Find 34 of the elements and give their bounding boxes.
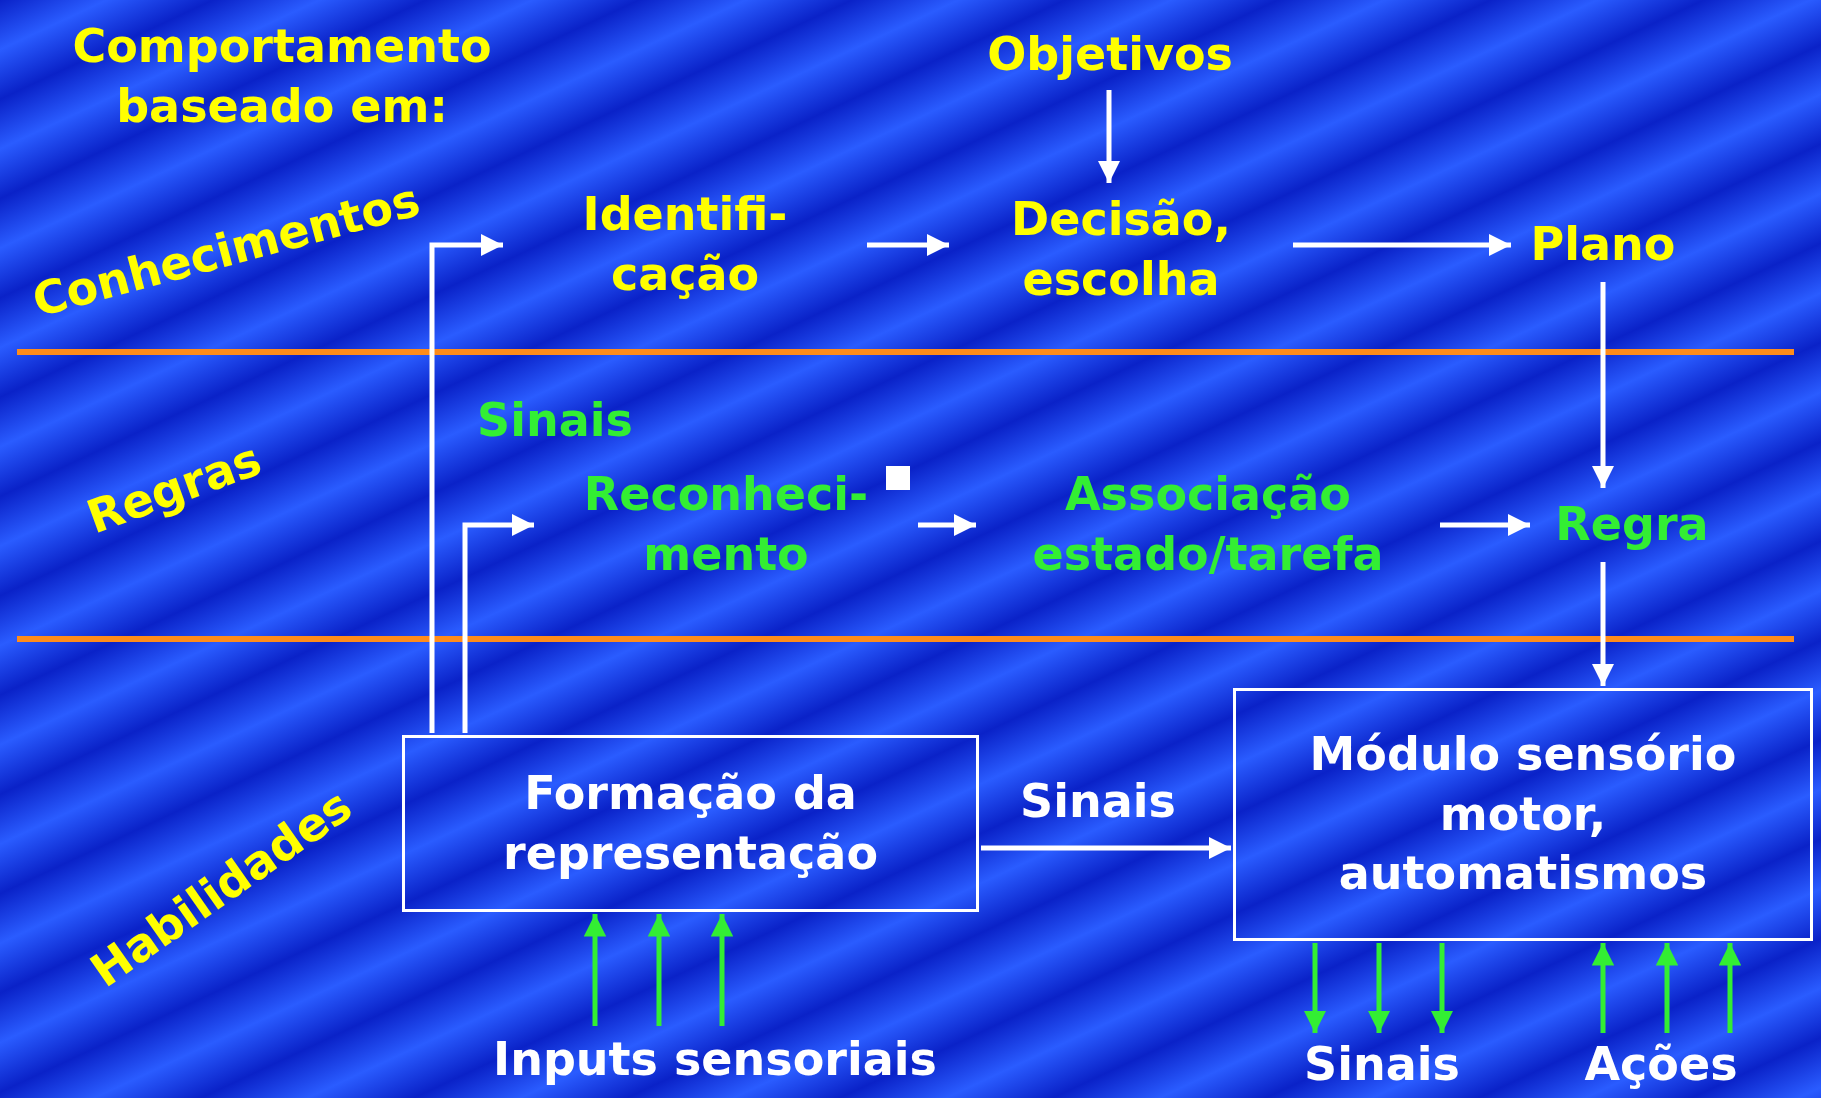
step-label: Associação estado/tarefa xyxy=(978,455,1438,595)
process-box: Módulo sensório motor, automatismos xyxy=(1233,688,1813,941)
arrow xyxy=(1591,943,1615,1033)
step-label: Decisão, escolha xyxy=(951,185,1291,315)
signal-label: Sinais xyxy=(477,393,633,447)
arrow xyxy=(1303,943,1327,1033)
step-label: Sinais xyxy=(1287,1035,1477,1095)
arrow xyxy=(647,914,671,1026)
arrow xyxy=(429,233,503,733)
arrow xyxy=(462,513,534,733)
arrow xyxy=(710,914,734,1026)
arrow xyxy=(1097,90,1121,183)
process-box: Formação da representação xyxy=(402,735,979,912)
arrow xyxy=(1440,513,1530,537)
arrow xyxy=(1591,562,1615,686)
step-label: Inputs sensoriais xyxy=(470,1028,960,1092)
edge-label: Sinais xyxy=(1020,774,1176,828)
arrow xyxy=(867,233,949,257)
step-label: Plano xyxy=(1513,210,1693,280)
step-label: Regra xyxy=(1532,490,1732,560)
arrow xyxy=(918,513,976,537)
step-label: Objetivos xyxy=(990,22,1230,88)
arrow xyxy=(981,836,1231,860)
arrow xyxy=(583,914,607,1026)
title: Comportamento baseado em: xyxy=(71,18,493,135)
arrow xyxy=(1718,943,1742,1033)
arrow xyxy=(1430,943,1454,1033)
step-label: Reconheci- mento xyxy=(536,455,916,595)
step-label: Identifi- cação xyxy=(505,180,865,310)
arrow xyxy=(1591,282,1615,488)
arrow xyxy=(1293,233,1511,257)
arrow xyxy=(1655,943,1679,1033)
arrow xyxy=(1367,943,1391,1033)
step-label: Ações xyxy=(1566,1035,1756,1095)
